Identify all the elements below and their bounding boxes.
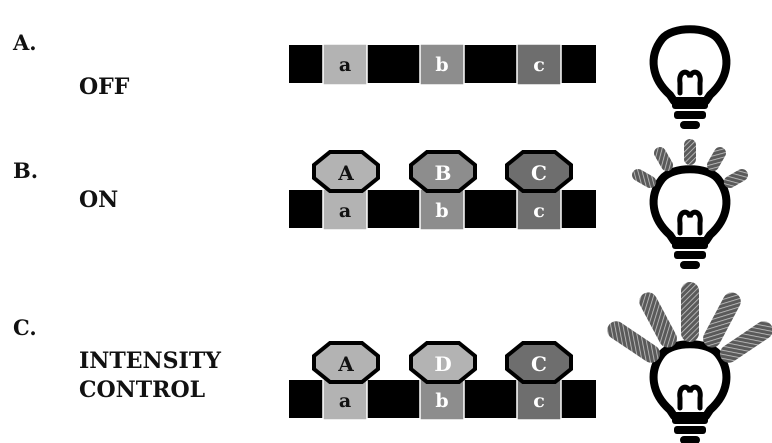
ligand-A-label: A [337, 161, 354, 185]
site-b-label: b [435, 390, 448, 412]
site-c-label: c [533, 54, 545, 76]
site-c-box [516, 378, 562, 421]
lightbulb-on-icon [649, 165, 731, 269]
lightbulb-off-icon [649, 25, 731, 129]
site-c-label: c [533, 390, 545, 412]
ligand-C-label: C [531, 352, 547, 376]
site-c-label: c [533, 200, 545, 222]
ligand-B-label: B [435, 161, 452, 185]
ligand-B [409, 150, 477, 193]
site-b-box [419, 188, 465, 231]
row-b-state-label: ON [79, 187, 119, 213]
site-a-box [322, 43, 368, 86]
site-a-label: a [339, 54, 351, 76]
row-b-letter: B. [13, 158, 39, 183]
site-c-box [516, 188, 562, 231]
ligand-C [505, 341, 573, 384]
row-a-letter: A. [13, 30, 37, 55]
row-c-state-label: INTENSITY CONTROL [79, 348, 221, 403]
site-b-box [419, 378, 465, 421]
site-b-label: b [435, 200, 448, 222]
ligand-C [505, 150, 573, 193]
site-a-label: a [339, 200, 351, 222]
site-b-box [419, 43, 465, 86]
ligand-A [312, 341, 380, 384]
row-a-strip-group: a b c [289, 43, 596, 86]
ligand-D-label: D [434, 352, 451, 376]
light-rays-large [607, 282, 772, 363]
row-b-strip-group: a b c A B C [289, 150, 596, 231]
site-a-box [322, 188, 368, 231]
ligand-A-label: A [337, 352, 354, 376]
site-c-box [516, 43, 562, 86]
ligand-D [409, 341, 477, 384]
site-b-label: b [435, 54, 448, 76]
light-rays-small [632, 139, 748, 188]
row-c-strip-group: a b c A D C [289, 341, 596, 421]
row-c-letter: C. [13, 315, 37, 340]
row-a-state-label: OFF [79, 74, 130, 100]
site-a-label: a [339, 390, 351, 412]
site-a-box [322, 378, 368, 421]
ligand-A [312, 150, 380, 193]
ligand-C-label: C [531, 161, 547, 185]
lightbulb-bright-icon [649, 340, 731, 443]
